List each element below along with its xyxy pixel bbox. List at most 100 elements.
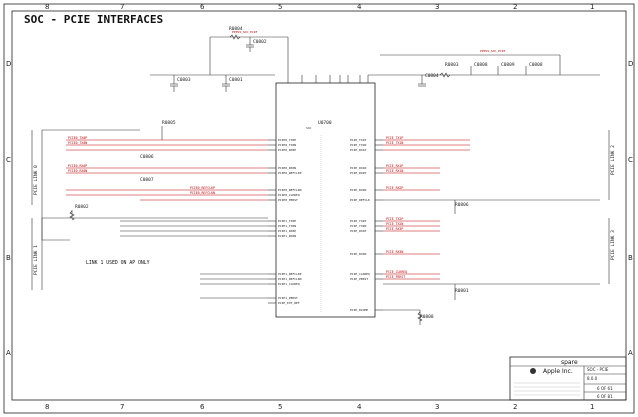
link-note: LINK 1 USED ON AP ONLY — [86, 260, 150, 266]
c-r2-ref: C0808 — [474, 62, 488, 68]
svg-text:PCIE1_TX0N: PCIE1_TX0N — [278, 224, 296, 228]
col-label-bottom: 4 — [357, 403, 362, 411]
spare-label: spare — [561, 359, 578, 366]
resistor-symbol — [439, 72, 451, 78]
r-left-ref: R0802 — [75, 204, 89, 210]
net-label: PCIE0_RX0N — [68, 169, 87, 173]
inner-frame — [11, 10, 627, 401]
row-label-right: C — [628, 156, 633, 164]
svg-text:PCIE0_REFCLKP: PCIE0_REFCLKP — [278, 171, 302, 175]
c-left1-ref: C0803 — [177, 77, 191, 83]
net-label: PP0V9_SOC_PCIE — [232, 30, 257, 34]
svg-text:PCIE_TX2N: PCIE_TX2N — [350, 224, 366, 228]
title-block: spare Apple Inc. SOC - PCIE 8.0.0 6 OF 6… — [509, 356, 627, 401]
column-labels: 8 7 6 5 4 3 2 1 8 7 6 5 4 3 2 1 — [45, 3, 594, 411]
col-label-bottom: 2 — [513, 403, 517, 411]
svg-text:PCIE_TX1N: PCIE_TX1N — [350, 143, 366, 147]
c-r1-ref: C0804 — [425, 73, 439, 79]
cap-ref: C0807 — [140, 177, 154, 183]
row-label-right: A — [628, 349, 633, 357]
side-label: PCIE LINK 2 — [610, 145, 616, 175]
svg-text:PCIE0_RX0N: PCIE0_RX0N — [278, 166, 296, 170]
col-label-top: 7 — [120, 3, 124, 11]
net-label: PP0V9_SOC_PCIE — [480, 49, 505, 53]
net-label: PCIE_TX2P — [386, 217, 403, 221]
c-left2-ref: C0801 — [229, 77, 243, 83]
outer-frame — [3, 3, 635, 414]
col-label-top: 3 — [435, 3, 439, 11]
c-r3-ref: C0809 — [501, 62, 515, 68]
net-label: PCIE0_TX0P — [68, 136, 87, 140]
svg-text:PCIE_REFCLK: PCIE_REFCLK — [350, 198, 370, 202]
col-label-top: 5 — [278, 3, 282, 11]
col-label-bottom: 5 — [278, 403, 282, 411]
c-top-ref: C0802 — [253, 39, 267, 45]
chip-sub: SOC — [306, 126, 312, 130]
sheet-number: 6 OF 61 — [597, 386, 613, 391]
svg-text:PCIE_RX1N: PCIE_RX1N — [350, 166, 366, 170]
svg-text:PCIE0_PERST: PCIE0_PERST — [278, 198, 298, 202]
net-label: PCIE_PERST — [386, 275, 405, 279]
svg-text:PCIE1_TX0P: PCIE1_TX0P — [278, 219, 296, 223]
page-title-block: SOC - PCIE — [587, 367, 609, 372]
top-supply-net: PP0V9_SOC_PCIE R0804 C0802 C0803 C0801 — [150, 26, 289, 92]
revision: 8.0.0 — [587, 376, 598, 381]
row-label-left: A — [6, 349, 11, 357]
r-top-ref: R0804 — [229, 26, 243, 32]
svg-text:PCIE_PERST: PCIE_PERST — [350, 277, 368, 281]
left-bottom-wires: R0802 — [41, 204, 268, 299]
svg-text:PCIE0_CLKREQ: PCIE0_CLKREQ — [278, 193, 300, 197]
col-label-bottom: 8 — [45, 403, 49, 411]
col-label-bottom: 6 — [200, 403, 205, 411]
col-label-bottom: 7 — [120, 403, 124, 411]
col-label-bottom: 3 — [435, 403, 439, 411]
right-supply-net: R0803 C0804 C0808 C0809 C0808 PP0V9_SOC_… — [368, 49, 600, 87]
svg-text:PCIE_RX2P: PCIE_RX2P — [350, 171, 366, 175]
row-label-left: B — [6, 254, 11, 262]
svg-text:PCIE_RX1P: PCIE_RX1P — [350, 148, 366, 152]
col-label-top: 6 — [200, 3, 205, 11]
left-pins-bottom: PCIE1_TX0P PCIE1_TX0N PCIE1_RX0P PCIE1_R… — [268, 219, 302, 305]
right-pins-top: PCIE_TX1P PCIE_TX1N PCIE_RX1P PCIE_RX1N … — [350, 138, 383, 202]
col-label-top: 2 — [513, 3, 517, 11]
net-label: PCIE_RX3N — [386, 250, 403, 254]
svg-text:PCIE0_TX0N: PCIE0_TX0N — [278, 143, 296, 147]
svg-text:PCIE_TX2P: PCIE_TX2P — [350, 219, 366, 223]
side-label: PCIE LINK 0 — [33, 165, 39, 195]
svg-text:PCIE_RX2N: PCIE_RX2N — [350, 188, 366, 192]
right-net-wires: PCIE_TX1P PCIE_TX1N PCIE_RX1P PCIE_RX1N … — [383, 136, 600, 325]
r-bot-ref: R0808 — [420, 314, 434, 320]
page-title: SOC - PCIE INTERFACES — [24, 13, 163, 26]
net-label: PCIE_CLKREQ — [386, 270, 407, 274]
soc-chip: U0700 SOC PCIE0_TX0P PCIE0_TX0N PCIE0_RX… — [268, 75, 383, 318]
svg-text:PCIE1_RX0N: PCIE1_RX0N — [278, 234, 296, 238]
right-pins-bottom: PCIE_TX2P PCIE_TX2N PCIE_RX3P PCIE_RX3N … — [350, 219, 383, 312]
net-label: PCIE0_REFCLKN — [190, 191, 215, 195]
row-labels: D C B A D C B A — [6, 60, 633, 357]
svg-text:PCIE_TX1P: PCIE_TX1P — [350, 138, 366, 142]
c-r4-ref: C0808 — [529, 62, 543, 68]
chip-ref: U0700 — [318, 120, 332, 126]
row-label-left: C — [6, 156, 11, 164]
r-mid-ref: R0805 — [162, 120, 176, 126]
r-right-ref: R0803 — [445, 62, 459, 68]
net-label: PCIE_RX1N — [386, 169, 403, 173]
net-label: PCIE_RX1P — [386, 164, 403, 168]
net-label: PCIE_RX3P — [386, 227, 403, 231]
svg-text:PCIE1_PERST: PCIE1_PERST — [278, 296, 298, 300]
net-label: PCIE_TX1P — [386, 136, 403, 140]
svg-text:PCIE_RX3P: PCIE_RX3P — [350, 229, 366, 233]
net-label: PCIE0_REFCLKP — [190, 186, 215, 190]
cap-ref: C0806 — [140, 154, 154, 160]
resistor-symbol — [229, 34, 241, 40]
net-label: PCIE_TX2N — [386, 222, 403, 226]
svg-text:PCIE0_TX0P: PCIE0_TX0P — [278, 138, 296, 142]
svg-text:PCIE_RX3N: PCIE_RX3N — [350, 252, 366, 256]
net-label: PCIE0_RX0P — [68, 164, 87, 168]
row-label-left: D — [6, 60, 11, 68]
row-label-right: D — [628, 60, 633, 68]
svg-text:PCIE1_CLKREQ: PCIE1_CLKREQ — [278, 282, 300, 286]
apple-logo-icon — [530, 368, 536, 374]
net-label: PCIE_RX2P — [386, 186, 403, 190]
